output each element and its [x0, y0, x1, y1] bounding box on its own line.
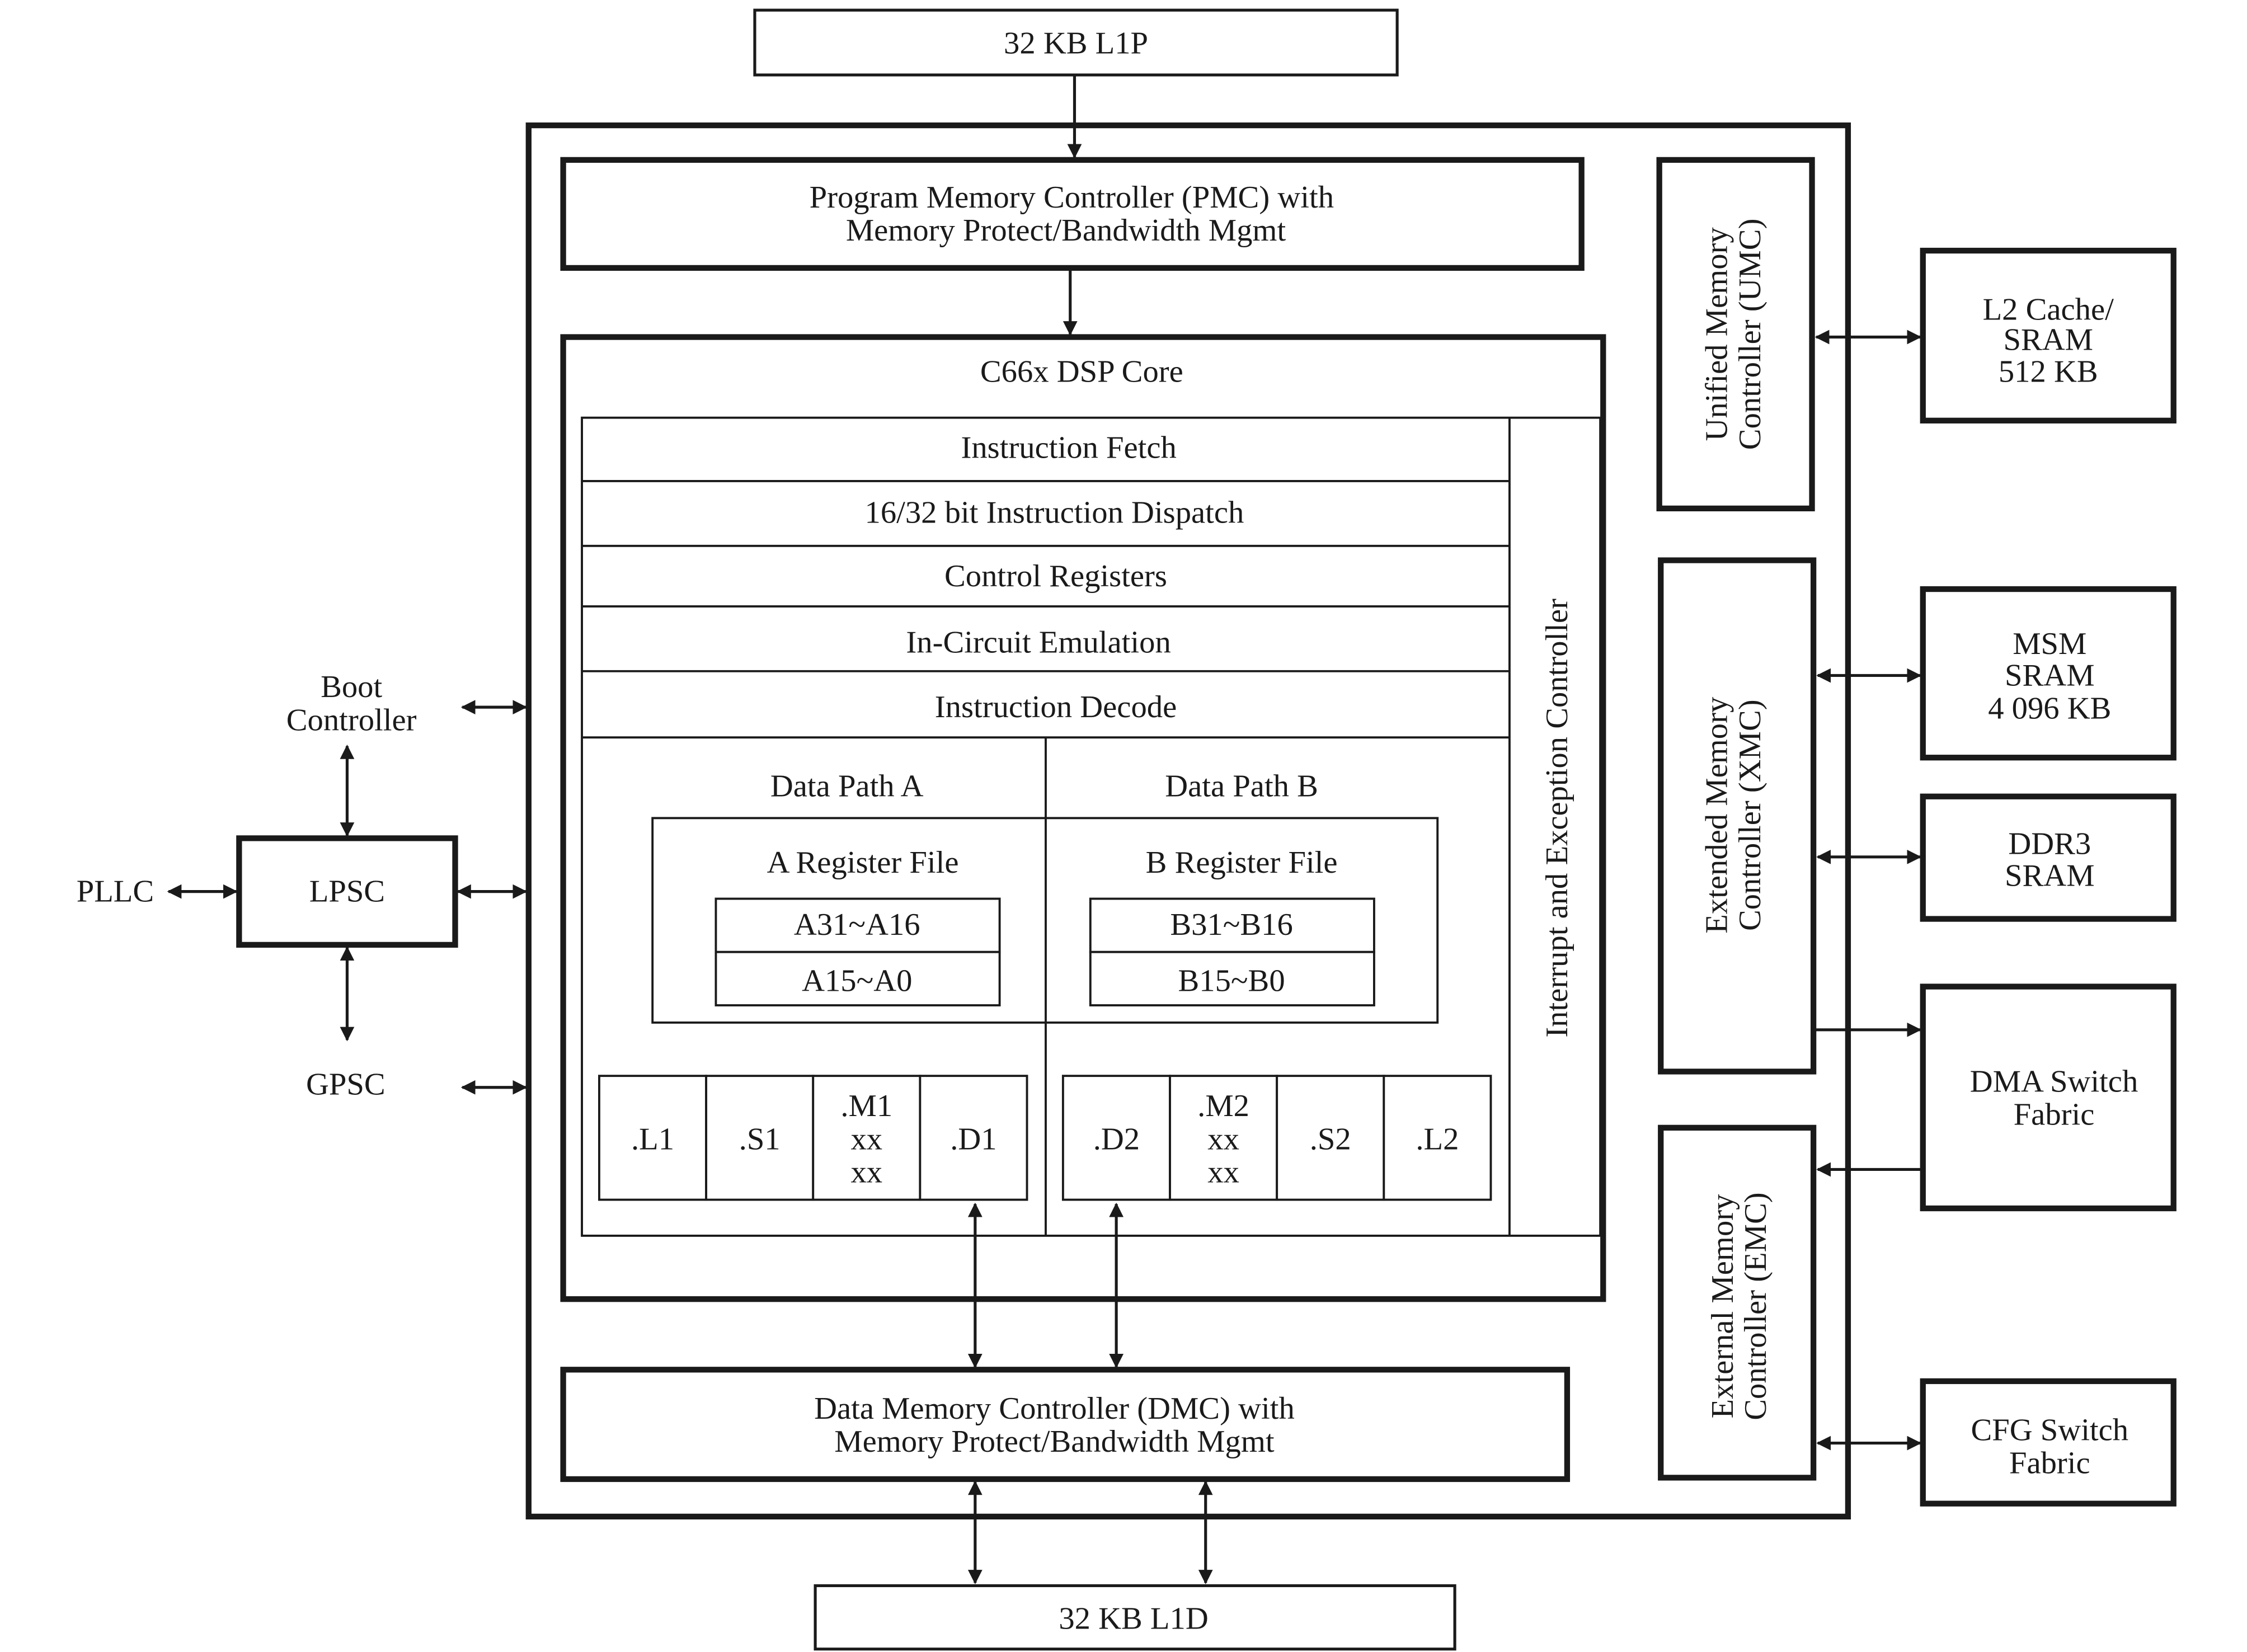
- cfg-switch-fabric-line1: CFG Switch: [1971, 1413, 2129, 1447]
- b-reg-low-label: B15~B0: [1178, 963, 1285, 998]
- dma-switch-fabric-line2: Fabric: [2014, 1098, 2095, 1132]
- emc-label-line2: Controller (EMC): [1738, 1192, 1773, 1420]
- unit-box-a-1: [705, 1075, 815, 1201]
- pmc-box: [560, 157, 1585, 271]
- stage-instruction-dispatch: 16/32 bit Instruction Dispatch: [865, 496, 1244, 530]
- msm-sram-line2: SRAM: [2005, 658, 2095, 693]
- connectors: [167, 74, 1923, 1584]
- xmc-label-line2: Controller (XMC): [1733, 699, 1767, 931]
- ddr3-sram-line2: SRAM: [2005, 858, 2095, 893]
- l1p-box: [753, 8, 1399, 77]
- lpsc-label: LPSC: [309, 874, 385, 909]
- a-reg-high-label: A31~A16: [794, 907, 920, 942]
- interrupt-controller-label: Interrupt and Exception Controller: [1540, 599, 1574, 1038]
- stage-instruction-decode: Instruction Decode: [935, 690, 1177, 724]
- stage-in-circuit-emulation: In-Circuit Emulation: [906, 625, 1170, 660]
- unit-box-a-2: [812, 1075, 922, 1201]
- emc-label-line1: External Memory: [1705, 1194, 1740, 1419]
- gpsc-label: GPSC: [306, 1067, 386, 1102]
- a-reg-low-label: A15~A0: [802, 963, 912, 998]
- unit-box-a-0: [598, 1075, 708, 1201]
- a-reg-high: [714, 897, 1001, 953]
- l2-cache-line2: SRAM: [2003, 323, 2093, 357]
- unit-box-b-1: [1169, 1075, 1278, 1201]
- a-reg-low: [714, 950, 1001, 1006]
- ddr3-sram-box: [1920, 793, 2177, 922]
- cfg-switch-fabric-box: [1920, 1378, 2177, 1507]
- dma-switch-fabric-line1: DMA Switch: [1970, 1064, 2138, 1099]
- ddr3-sram-line1: DDR3: [2008, 827, 2091, 862]
- unit-label-b-0: .D2: [1093, 1122, 1140, 1156]
- l2-cache-box: [1920, 247, 2177, 423]
- umc-label-line2: Controller (UMC): [1733, 219, 1767, 450]
- unit-label-a-1: .S1: [739, 1122, 781, 1156]
- unit-box-b-2: [1276, 1075, 1385, 1201]
- cfg-switch-fabric-line2: Fabric: [2009, 1446, 2090, 1481]
- boot-controller-line2: Controller: [286, 703, 417, 737]
- lpsc-box: [236, 835, 458, 948]
- umc-label-line1: Unified Memory: [1700, 227, 1734, 441]
- dmc-box: [560, 1367, 1571, 1482]
- unit-box-a-3: [919, 1075, 1028, 1201]
- pmc-label-line2: Memory Protect/Bandwidth Mgmt: [846, 213, 1286, 248]
- b-register-file-label: B Register File: [1146, 845, 1338, 880]
- xmc-box: [1658, 557, 1817, 1075]
- data-path-a-title: Data Path A: [770, 769, 924, 804]
- emc-box: [1658, 1124, 1817, 1481]
- data-path-b-title: Data Path B: [1165, 769, 1318, 804]
- pmc-label-line1: Program Memory Controller (PMC) with: [810, 180, 1334, 215]
- umc-box: [1656, 157, 1815, 512]
- unit-box-b-0: [1061, 1075, 1171, 1201]
- dsp-core-title: C66x DSP Core: [980, 354, 1183, 389]
- unit-label-b-2: .S2: [1310, 1122, 1351, 1156]
- l1d-label: 32 KB L1D: [1059, 1602, 1208, 1636]
- l2-cache-line3: 512 KB: [1999, 354, 2098, 389]
- msm-sram-box: [1920, 586, 2177, 761]
- msm-sram-line1: MSM: [2013, 627, 2086, 661]
- b-reg-high-label: B31~B16: [1170, 907, 1292, 942]
- pllc-label: PLLC: [77, 874, 154, 909]
- xmc-label-line1: Extended Memory: [1700, 696, 1734, 934]
- stage-instruction-fetch: Instruction Fetch: [961, 431, 1177, 465]
- l1d-box: [814, 1584, 1456, 1651]
- b-reg-low: [1089, 950, 1375, 1006]
- unit-label-a-0: .L1: [631, 1122, 674, 1156]
- unit-label-b-3: .L2: [1416, 1122, 1459, 1156]
- boot-controller-line1: Boot: [321, 670, 382, 704]
- unit-box-b-3: [1383, 1075, 1492, 1201]
- msm-sram-line3: 4 096 KB: [1988, 691, 2111, 726]
- stage-control-registers: Control Registers: [944, 559, 1167, 594]
- dma-switch-fabric-box: [1920, 983, 2177, 1212]
- unit-label-a-3: .D1: [950, 1122, 996, 1156]
- l2-cache-line1: L2 Cache/: [1983, 293, 2114, 327]
- dmc-label-line2: Memory Protect/Bandwidth Mgmt: [834, 1424, 1275, 1459]
- l1p-label: 32 KB L1P: [1004, 26, 1148, 60]
- dmc-label-line1: Data Memory Controller (DMC) with: [814, 1391, 1295, 1426]
- a-register-file-label: A Register File: [767, 845, 959, 880]
